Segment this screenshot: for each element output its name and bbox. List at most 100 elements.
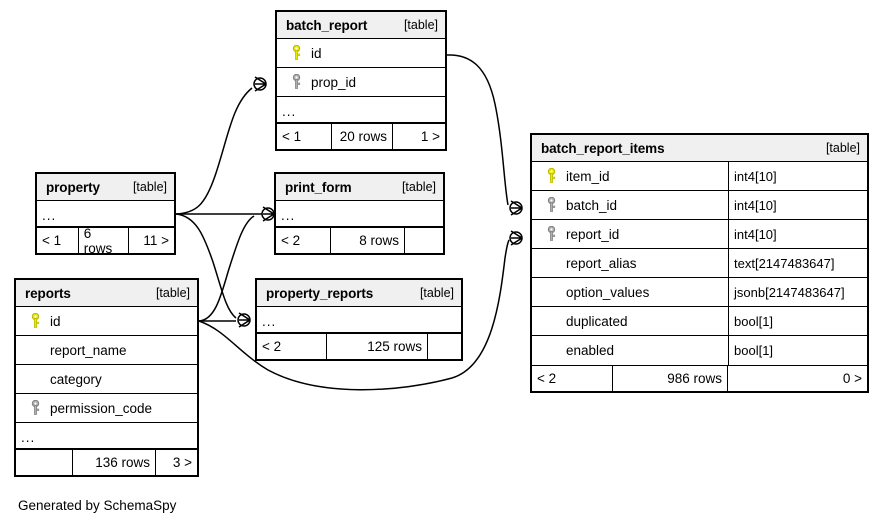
column-name: duplicated [566,313,628,329]
column-name: category [50,371,102,387]
column-name: prop_id [311,74,357,90]
table-row[interactable]: enabled bool[1] [532,336,867,365]
table-row[interactable]: report_id int4[10] [532,220,867,249]
edge-property-batch-report [175,87,253,215]
more-columns-indicator: ... [37,201,174,227]
column-type: int4[10] [728,220,867,248]
footer-row-count: 6 rows [79,226,130,256]
table-row[interactable]: id [277,39,445,68]
edge-batch-report-batch-report-items [446,54,509,206]
table-footer: < 2 8 rows [276,227,443,253]
footer-children-count[interactable]: 11 > [143,233,170,248]
column-cell: batch_id [532,197,728,213]
footer-parents-count[interactable]: < 1 [277,124,332,149]
table-row[interactable]: prop_id [277,68,445,97]
table-batch-report[interactable]: batch_report [table] id prop_id [275,10,447,151]
table-footer: < 2 986 rows 0 > [532,365,867,391]
table-header: batch_report [table] [277,12,445,39]
column-cell: category [16,372,197,387]
table-columns: item_id int4[10] batch_id int4[10] [532,162,867,365]
footer-row-count: 8 rows [331,228,405,253]
primary-key-icon [540,168,562,184]
schemaspy-credit: Generated by SchemaSpy [18,498,177,513]
table-name: reports [25,285,71,301]
footer-row-count: 125 rows [327,334,428,359]
table-print-form[interactable]: print_form [table] ... < 2 8 rows [274,172,445,255]
table-row[interactable]: id [16,307,197,336]
table-row[interactable]: option_values jsonb[2147483647] [532,278,867,307]
table-row[interactable]: batch_id int4[10] [532,191,867,220]
table-columns: ... [37,201,174,227]
table-row[interactable]: category [16,365,197,394]
table-columns: id report_name category [16,307,197,449]
table-property-reports[interactable]: property_reports [table] ... < 2 125 row… [255,278,463,361]
table-reports[interactable]: reports [table] id report_name [14,278,199,477]
column-name: report_id [566,226,620,242]
more-columns-indicator: ... [16,423,197,449]
column-cell: id [277,45,445,61]
table-row[interactable]: item_id int4[10] [532,162,867,191]
column-cell: enabled [532,343,728,358]
table-name: property [46,179,100,195]
column-type: bool[1] [728,307,867,335]
column-name: id [50,313,61,329]
table-type-tag: [table] [132,180,167,194]
table-type-tag: [table] [401,180,436,194]
footer-children-count[interactable]: 0 > [842,371,862,386]
column-cell: duplicated [532,314,728,329]
table-row[interactable]: duplicated bool[1] [532,307,867,336]
footer-parents-count[interactable] [16,450,73,475]
table-type-tag: [table] [419,286,454,300]
column-name: item_id [566,168,610,184]
column-name: report_alias [566,255,637,271]
table-columns: id prop_id ... [277,39,445,123]
table-header: reports [table] [16,280,197,307]
table-header: property_reports [table] [257,280,461,307]
column-type: int4[10] [728,191,867,219]
footer-children-count[interactable]: 3 > [172,455,192,470]
footer-row-count: 136 rows [73,450,156,475]
footer-children-count[interactable] [405,228,443,253]
more-columns-indicator: ... [257,307,461,333]
footer-children-count[interactable]: 1 > [420,129,440,144]
foreign-key-icon [540,226,562,242]
footer-parents-count[interactable]: < 2 [276,228,331,253]
column-name: permission_code [50,400,153,416]
table-name: property_reports [266,285,374,301]
column-cell: prop_id [277,74,445,90]
foreign-key-icon [540,197,562,213]
footer-parents-count[interactable]: < 1 [37,228,79,253]
column-type: bool[1] [728,336,867,365]
column-name: id [311,45,322,61]
table-name: batch_report [286,17,368,33]
table-property[interactable]: property [table] ... < 1 6 rows 11 > [35,172,176,256]
column-type: int4[10] [728,162,867,190]
footer-parents-count[interactable]: < 2 [257,334,327,359]
primary-key-icon [24,313,46,329]
column-cell: item_id [532,168,728,184]
footer-parents-count[interactable]: < 2 [532,366,613,391]
column-name: report_name [50,342,127,358]
edge-reports-print-form [198,215,255,322]
table-row[interactable]: report_alias text[2147483647] [532,249,867,278]
table-name: batch_report_items [541,140,665,156]
table-footer: 136 rows 3 > [16,449,197,475]
column-type: text[2147483647] [728,249,867,277]
column-name: enabled [566,343,615,358]
table-footer: < 1 20 rows 1 > [277,123,445,149]
table-row[interactable]: report_name [16,336,197,365]
table-columns: ... [257,307,461,333]
more-columns-indicator: ... [276,201,443,227]
column-name: option_values [566,284,650,300]
table-footer: < 1 6 rows 11 > [37,226,174,256]
table-name: print_form [285,179,352,195]
table-row[interactable]: permission_code [16,394,197,423]
column-cell: id [16,313,197,329]
footer-row-count: 20 rows [332,124,393,149]
footer-children-count[interactable] [428,334,461,359]
table-header: print_form [table] [276,174,443,201]
foreign-key-icon [24,400,46,416]
table-batch-report-items[interactable]: batch_report_items [table] item_id int4[… [530,133,869,393]
column-cell: report_alias [532,256,728,271]
